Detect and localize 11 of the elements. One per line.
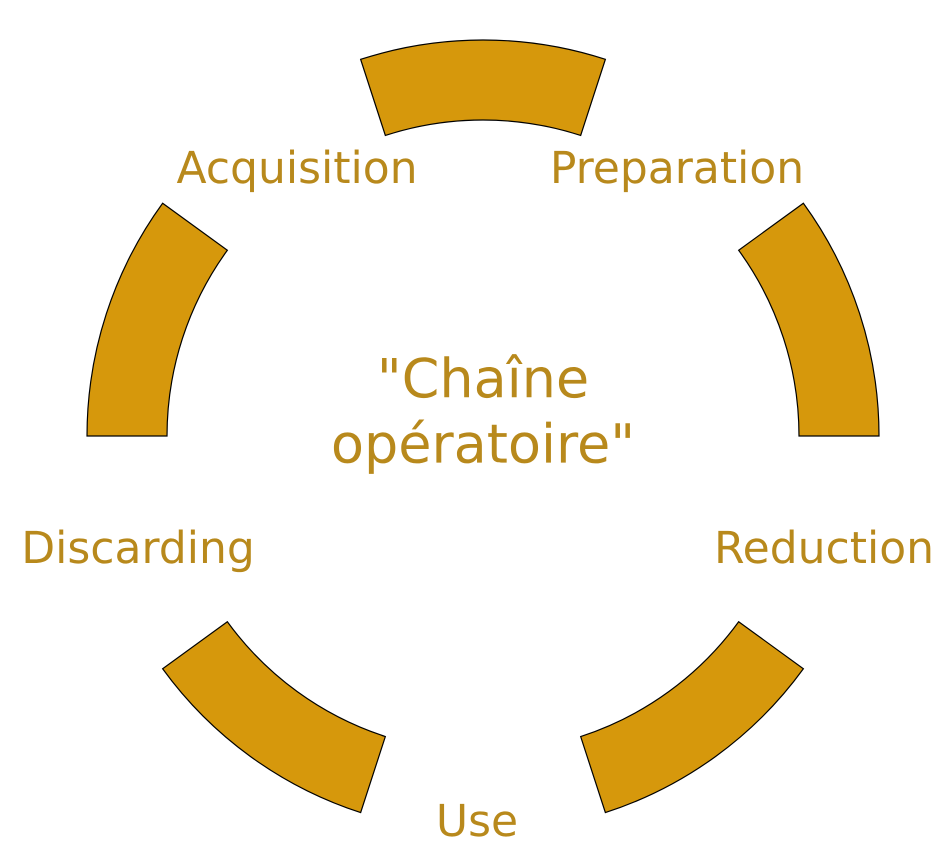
arc-band (360, 39, 606, 136)
arc-band (738, 202, 880, 437)
stage-label: Reduction (718, 530, 930, 564)
center-title: "Chaîne opératoire" (334, 354, 630, 474)
stage-label: Discarding (26, 530, 251, 572)
stage-label: Acquisition (176, 150, 414, 192)
arc-band (86, 202, 228, 437)
stage-label: Use (440, 804, 516, 837)
stage-label: Preparation (554, 150, 800, 192)
arc-band (580, 621, 804, 814)
arc-band (162, 621, 386, 814)
